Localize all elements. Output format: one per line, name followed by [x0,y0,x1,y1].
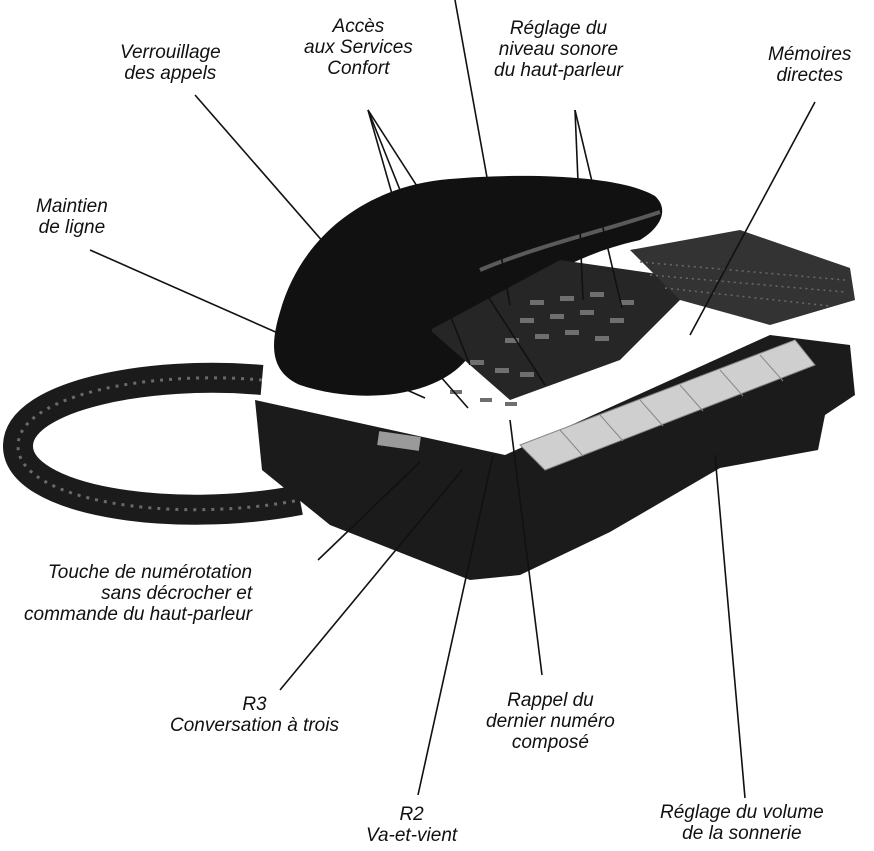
label-memoires-line2: directes [768,65,851,86]
label-verrouillage-line1: Verrouillage [120,42,221,63]
coiled-cord [18,378,300,510]
label-rappel-line3: composé [486,732,615,753]
label-sonnerie-line2: de la sonnerie [660,823,824,844]
label-acces-line1: Accès [304,16,413,37]
label-rappel: Rappel du dernier numéro composé [486,690,615,753]
label-acces-line3: Confort [304,58,413,79]
label-verrouillage-line2: des appels [120,63,221,84]
label-maintien-line1: Maintien [36,196,108,217]
label-reglage-hp: Réglage du niveau sonore du haut-parleur [494,18,623,81]
label-acces: Accès aux Services Confort [304,16,413,79]
label-touche-line1: Touche de numérotation [24,562,252,583]
label-reglage-hp-line1: Réglage du [494,18,623,39]
label-memoires-line1: Mémoires [768,44,851,65]
label-sonnerie: Réglage du volume de la sonnerie [660,802,824,844]
label-verrouillage: Verrouillage des appels [120,42,221,84]
label-touche: Touche de numérotation sans décrocher et… [24,562,252,625]
label-rappel-line1: Rappel du [486,690,615,711]
label-r3: R3 Conversation à trois [170,694,339,736]
label-r2-line1: R2 [366,804,457,825]
label-r3-line1: R3 [170,694,339,715]
label-sonnerie-line1: Réglage du volume [660,802,824,823]
label-r2: R2 Va-et-vient [366,804,457,846]
label-rappel-line2: dernier numéro [486,711,615,732]
label-r2-line2: Va-et-vient [366,825,457,846]
label-memoires: Mémoires directes [768,44,851,86]
label-maintien-line2: de ligne [36,217,108,238]
label-maintien: Maintien de ligne [36,196,108,238]
label-touche-line2: sans décrocher et [24,583,252,604]
label-reglage-hp-line3: du haut-parleur [494,60,623,81]
label-touche-line3: commande du haut-parleur [24,604,252,625]
label-acces-line2: aux Services [304,37,413,58]
label-reglage-hp-line2: niveau sonore [494,39,623,60]
label-r3-line2: Conversation à trois [170,715,339,736]
